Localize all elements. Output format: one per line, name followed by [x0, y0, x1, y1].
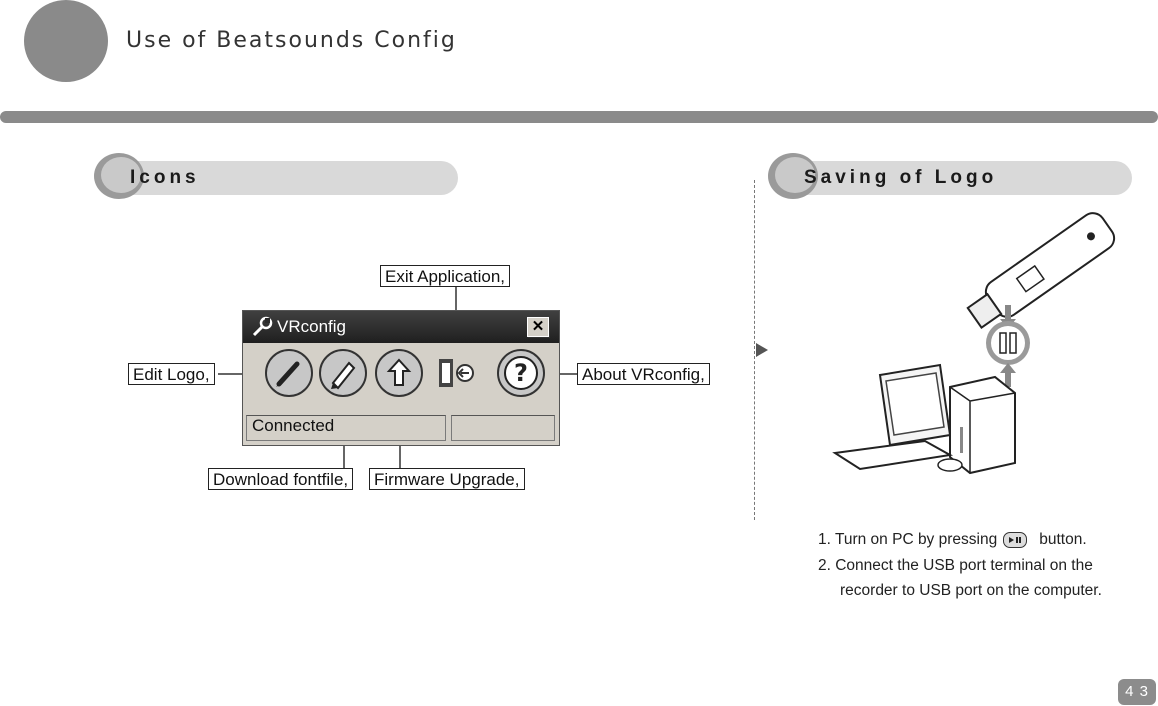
window-title: VRconfig [277, 317, 346, 336]
download-fontfile-button[interactable] [319, 349, 367, 397]
callout-exit-application: Exit Application, [380, 265, 511, 287]
status-text: Connected [246, 415, 446, 441]
exit-door-icon [439, 359, 474, 387]
help-question-icon: ? [504, 356, 538, 390]
page-number-badge: 4 3 [1118, 679, 1156, 705]
transfer-arrows-icon [986, 305, 1030, 387]
divider-arrow-icon [756, 343, 768, 357]
callout-about-vrconfig: About VRconfig, [577, 363, 710, 385]
instruction-step-2-line-1: 2. Connect the USB port terminal on the [818, 557, 1093, 574]
page-title: Use of Beatsounds Config [126, 28, 457, 53]
window-titlebar: VRconfig ✕ [243, 311, 559, 343]
pencil-icon [331, 361, 356, 390]
recorder-device-icon [966, 212, 1116, 329]
brush-icon [276, 361, 300, 387]
status-cell-secondary [451, 415, 555, 441]
pc-recorder-illustration [830, 205, 1130, 485]
computer-tower-icon [949, 375, 1016, 475]
wrench-icon [251, 316, 273, 343]
mouse-icon [937, 458, 963, 472]
icons-section-pill [100, 161, 458, 195]
saving-section-pill [774, 161, 1132, 195]
section-divider [754, 180, 755, 520]
svg-text:?: ? [514, 359, 528, 387]
instruction-step-1: 1. Turn on PC by pressing button. [818, 531, 1087, 549]
firmware-upgrade-button[interactable] [375, 349, 423, 397]
keyboard-icon [832, 439, 954, 471]
about-vrconfig-button[interactable]: ? [497, 349, 545, 397]
power-play-button-icon [1003, 531, 1028, 548]
upgrade-arrow-icon [386, 358, 412, 386]
exit-application-button[interactable] [431, 349, 479, 397]
header-divider-bar [0, 111, 1158, 123]
vrconfig-window: VRconfig ✕ ? Connected [242, 310, 560, 446]
icons-section-heading: Icons [130, 167, 200, 188]
step1-text-pre: 1. Turn on PC by pressing [818, 531, 998, 548]
window-close-button[interactable]: ✕ [527, 317, 549, 337]
header-circle-decoration [24, 0, 108, 82]
callout-download-fontfile: Download fontfile, [208, 468, 354, 490]
instruction-step-2-line-2: recorder to USB port on the computer. [840, 582, 1102, 599]
saving-section-heading: Saving of Logo [804, 167, 998, 188]
saving-section-knob-inner [775, 157, 815, 193]
callout-edit-logo: Edit Logo, [128, 363, 215, 385]
monitor-icon [878, 363, 952, 447]
status-cell-main: Connected [246, 415, 446, 441]
edit-logo-button[interactable] [265, 349, 313, 397]
step1-text-post: button. [1039, 531, 1087, 548]
icons-section-knob-inner [101, 157, 141, 193]
callout-firmware-upgrade: Firmware Upgrade, [369, 468, 525, 490]
